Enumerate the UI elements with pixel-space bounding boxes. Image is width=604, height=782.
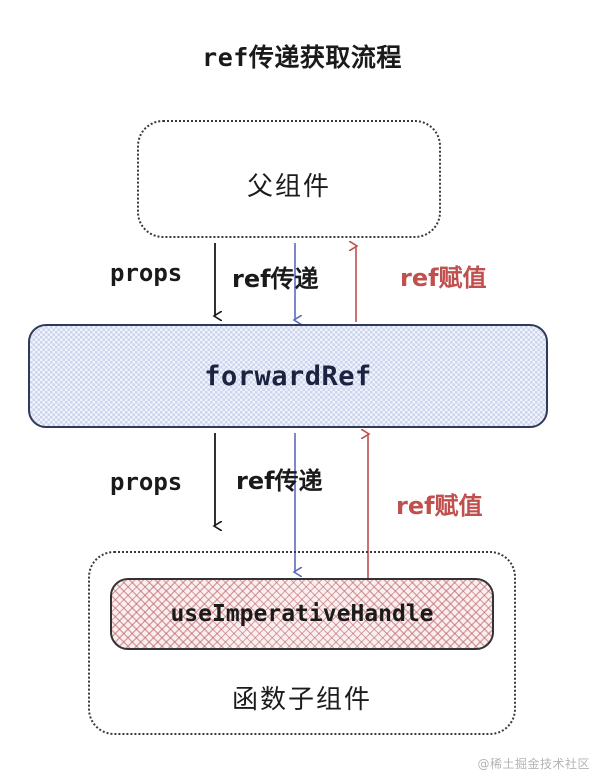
node-forward-ref[interactable]: forwardRef [28, 324, 548, 428]
node-use-imperative-handle-label: useImperativeHandle [170, 601, 434, 627]
node-parent-component[interactable]: 父组件 [137, 120, 441, 238]
edge-label-props-bottom: props [110, 468, 183, 496]
node-use-imperative-handle[interactable]: useImperativeHandle [110, 578, 494, 650]
node-parent-component-label: 父组件 [246, 172, 331, 202]
edge-label-ref-assign-bottom: ref赋值 [396, 492, 483, 520]
edge-label-ref-transfer-bottom: ref传递 [236, 467, 323, 495]
edge-label-ref-transfer-top: ref传递 [232, 265, 319, 293]
page-title: ref传递获取流程 [202, 43, 402, 72]
node-forward-ref-label: forwardRef [204, 360, 372, 392]
node-child-component-label: 函数子组件 [231, 685, 372, 715]
edge-group-bottom [215, 433, 368, 578]
watermark: @稀土掘金技术社区 [477, 757, 590, 771]
edge-label-ref-assign-top: ref赋值 [400, 264, 487, 292]
edge-label-props-top: props [110, 259, 183, 287]
node-child-component[interactable]: 函数子组件 [88, 551, 516, 735]
edge-group-top [215, 243, 356, 322]
